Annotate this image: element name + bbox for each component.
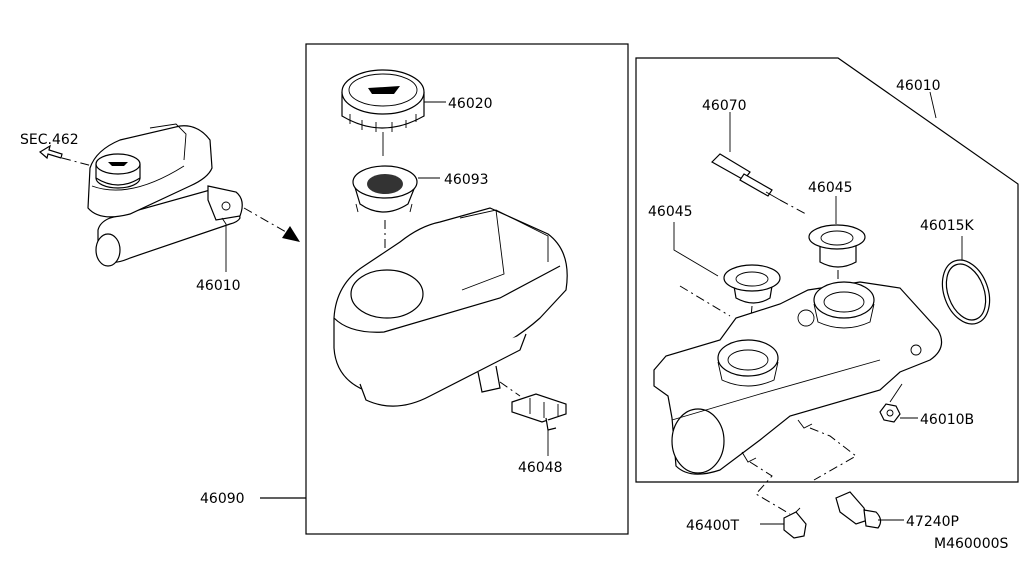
label-left-assembly: 46010	[196, 278, 241, 294]
label-switch-b: 47240P	[906, 514, 959, 530]
label-reservoir-clip: 46048	[518, 460, 563, 476]
label-grommet-lower: 46045	[648, 204, 693, 220]
grommet-lower: 46045	[648, 204, 781, 304]
nut: 46010B	[879, 383, 974, 428]
label-switch-a: 46400T	[686, 518, 740, 534]
reservoir-cap: 46020	[341, 69, 493, 132]
o-ring: 46015K	[920, 218, 991, 325]
label-cylinder-box: 46010	[896, 78, 941, 94]
label-piston-kit: 46070	[702, 98, 747, 114]
label-reservoir-box: 46090	[200, 491, 245, 507]
piston-kit: 46070	[702, 98, 807, 215]
assembled-master-cylinder: SEC.462 46010	[20, 123, 300, 294]
strainer: 46093	[352, 165, 489, 213]
switch-47240p: 47240P	[835, 491, 959, 530]
grommet-upper: 46045	[808, 180, 866, 268]
label-nut: 46010B	[920, 412, 974, 428]
cylinder-box: 46010 46070 46045 46045	[635, 57, 1019, 515]
label-grommet-upper: 46045	[808, 180, 853, 196]
label-o-ring: 46015K	[920, 218, 975, 234]
label-sec: SEC.462	[20, 132, 79, 148]
reservoir-clip: 46048	[511, 393, 567, 476]
explode-arrow-icon	[282, 226, 300, 242]
label-reservoir-cap: 46020	[448, 96, 493, 112]
reservoir-tank	[333, 207, 568, 407]
label-strainer: 46093	[444, 172, 489, 188]
switch-46400t: 46400T	[686, 507, 807, 539]
sec-arrow-icon	[38, 144, 63, 160]
master-cylinder-body	[653, 281, 943, 475]
reservoir-box: 46090 46020 46093	[200, 43, 629, 535]
diagram-id: M460000S	[934, 536, 1009, 552]
